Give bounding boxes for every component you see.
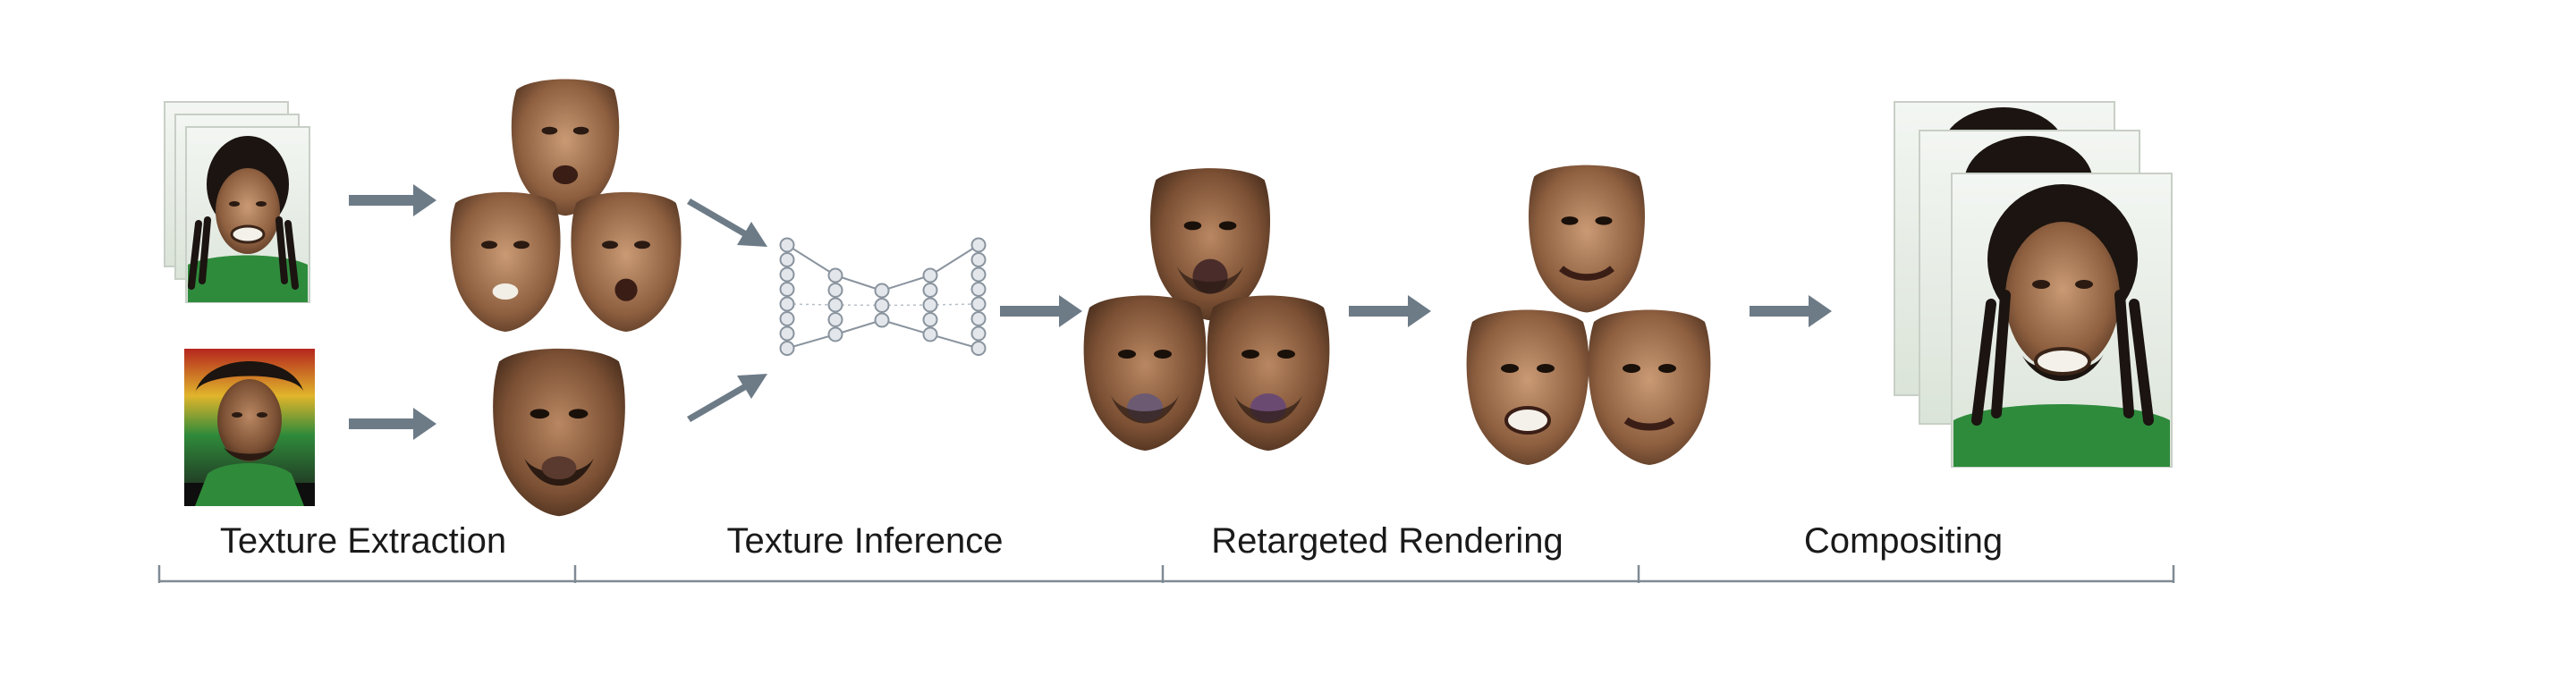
network-node	[970, 311, 987, 326]
texture-mask	[571, 191, 682, 332]
texture-mask	[511, 79, 620, 216]
network-node	[779, 325, 795, 342]
network-node	[779, 237, 795, 253]
network-connection	[835, 304, 883, 307]
network-node	[779, 341, 795, 356]
network-node	[874, 298, 890, 313]
stage-label-texture-extraction: Texture Extraction	[220, 521, 506, 561]
extracted-target-texture	[493, 348, 625, 517]
network-connection	[835, 275, 883, 292]
rendered-face	[1588, 309, 1711, 465]
rendered-face	[1466, 309, 1589, 465]
network-node	[922, 297, 938, 313]
network-node	[827, 283, 843, 298]
stage-divider-axis	[157, 565, 2175, 583]
diagonal-arrow-icon	[687, 199, 767, 247]
texture-mask	[1083, 295, 1207, 451]
rendered-face	[1529, 165, 1645, 313]
network-node	[827, 297, 843, 313]
network-connection	[786, 303, 836, 306]
photo-frame-front	[185, 126, 310, 303]
network-connection	[929, 303, 979, 306]
right-arrow-icon	[1349, 295, 1431, 327]
network-connection	[786, 334, 836, 350]
network-node	[779, 282, 795, 297]
network-node	[827, 326, 843, 342]
stage-label-texture-inference: Texture Inference	[726, 521, 1003, 561]
texture-mask	[1149, 168, 1271, 321]
network-node	[970, 237, 987, 253]
texture-mask	[1207, 295, 1330, 451]
network-node	[779, 311, 795, 326]
network-node	[779, 296, 795, 312]
network-node	[970, 252, 987, 267]
network-node	[827, 267, 843, 283]
network-node	[922, 326, 938, 342]
network-connection	[835, 319, 883, 335]
network-node	[922, 267, 938, 283]
network-node	[779, 266, 795, 283]
network-connection	[929, 244, 979, 276]
network-connection	[881, 319, 931, 335]
network-connection	[786, 244, 836, 276]
photo-frame-front	[1951, 173, 2173, 468]
network-connection	[881, 275, 931, 292]
right-arrow-icon	[349, 184, 436, 216]
network-node	[874, 283, 890, 299]
stage-label-retargeted-rendering: Retargeted Rendering	[1211, 521, 1563, 561]
network-connection	[929, 334, 979, 350]
network-node	[922, 312, 938, 327]
network-node	[970, 341, 987, 356]
extracted-source-textures	[450, 79, 682, 332]
target-actor-photo	[184, 349, 315, 506]
source-video-frames	[164, 101, 310, 303]
retargeted-renders	[1466, 165, 1711, 465]
right-arrow-icon	[1000, 295, 1082, 327]
network-connection	[881, 304, 931, 307]
encoder-decoder-network-icon	[779, 237, 987, 356]
network-node	[970, 296, 987, 312]
network-node	[874, 312, 890, 328]
diagonal-arrow-icon	[687, 374, 767, 422]
network-node	[779, 252, 795, 267]
right-arrow-icon	[349, 408, 436, 440]
network-node	[827, 312, 843, 327]
network-node	[970, 266, 987, 283]
inferred-textures	[1083, 168, 1330, 451]
stage-label-compositing: Compositing	[1804, 521, 2003, 561]
right-arrow-icon	[1750, 295, 1832, 327]
network-node	[922, 283, 938, 298]
network-node	[970, 325, 987, 342]
texture-mask	[450, 191, 561, 332]
network-node	[970, 282, 987, 297]
composited-video-frames	[1894, 101, 2173, 468]
